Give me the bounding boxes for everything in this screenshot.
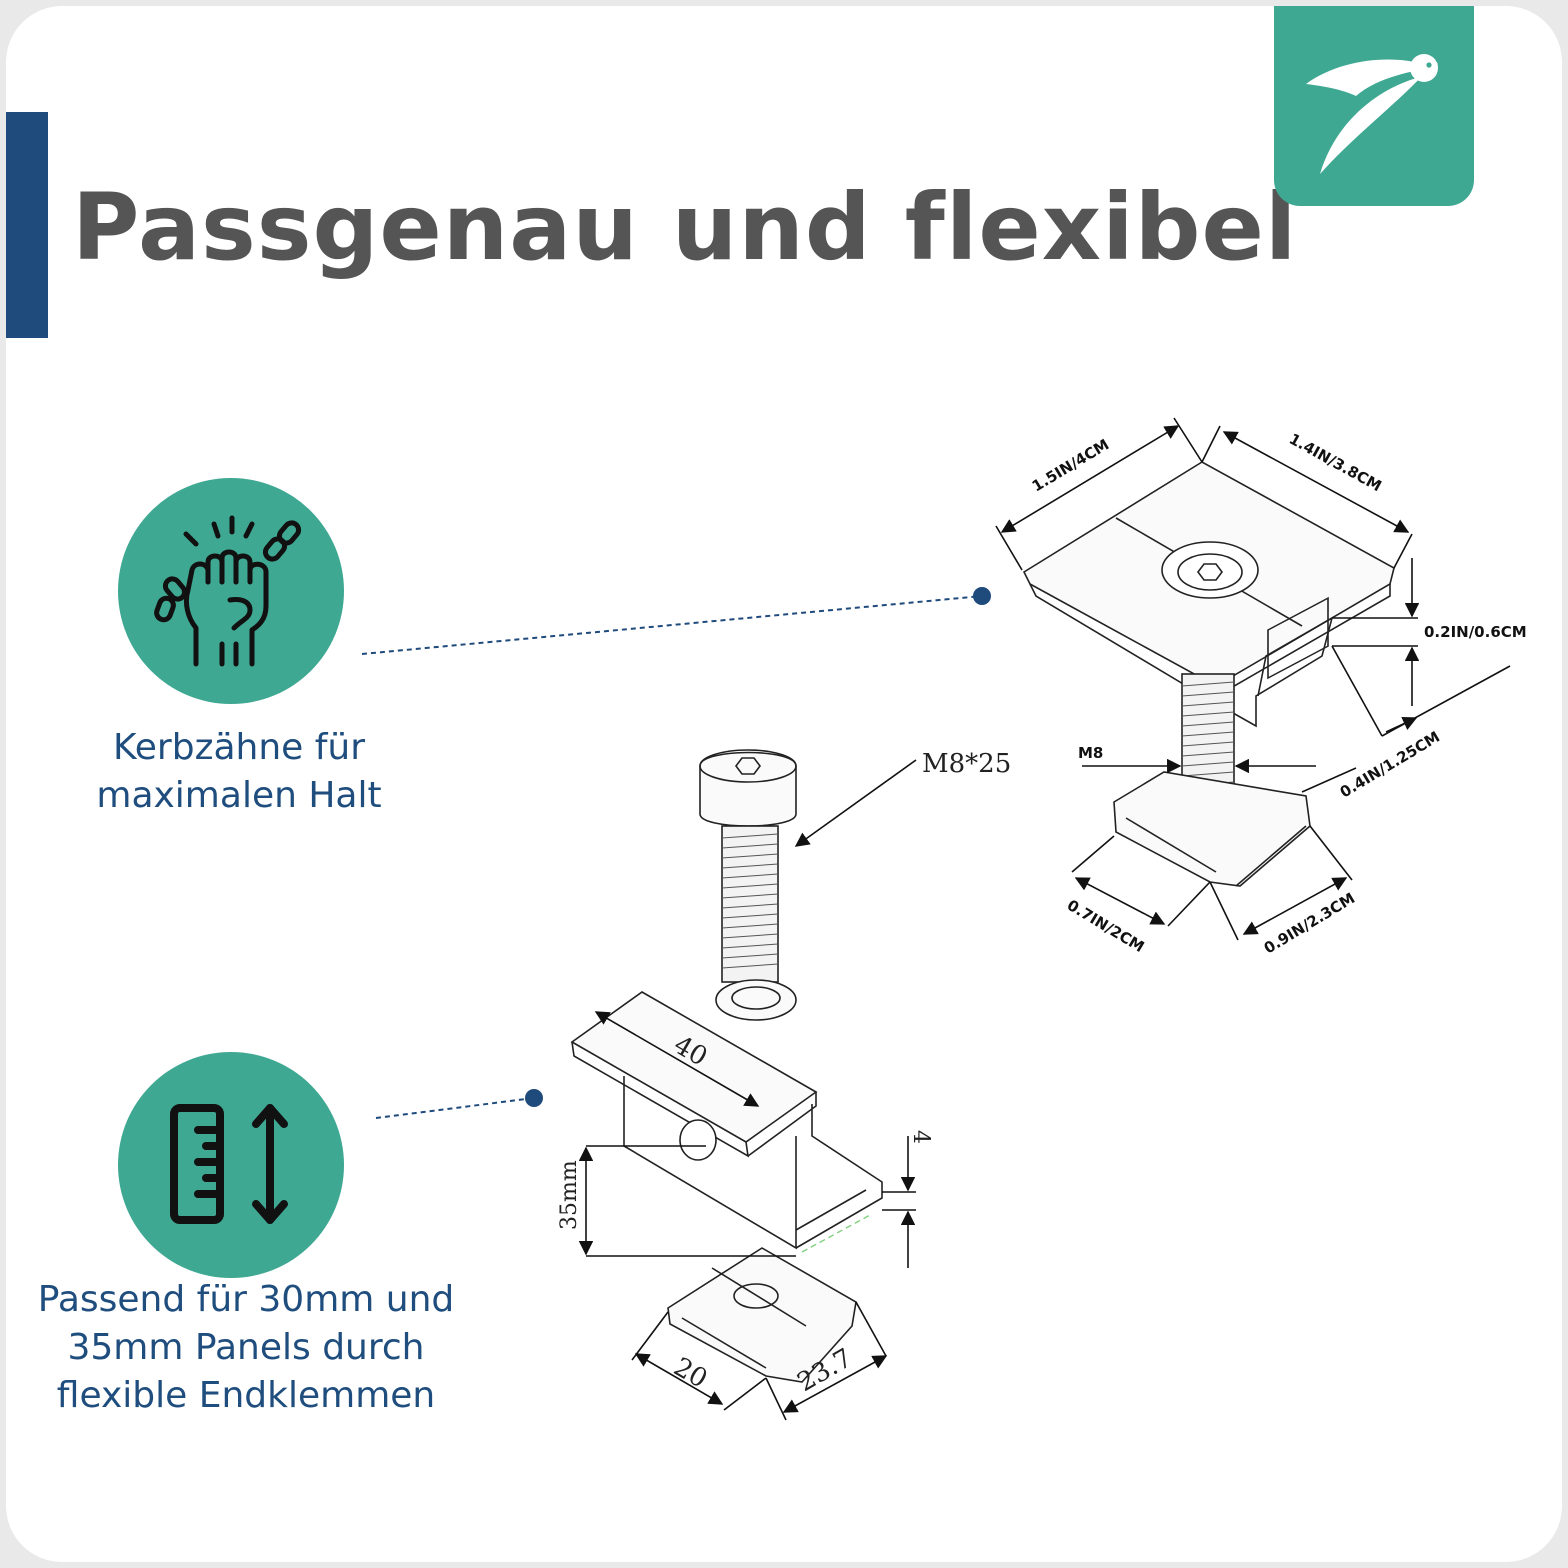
- dim-label-gap-height: 0.2IN/0.6CM: [1424, 623, 1527, 641]
- dim-label-nut-width: 20: [669, 1352, 713, 1395]
- fist-breaking-chain-icon: [154, 515, 302, 667]
- feature-caption-line: flexible Endklemmen: [56, 1375, 436, 1416]
- product-card: Passgenau und flexibel: [6, 6, 1562, 1562]
- feature-circle-grip: [118, 478, 344, 704]
- ruler-height-icon: [170, 1104, 288, 1224]
- feature-caption-grip: Kerbzähne für maximalen Halt: [66, 724, 412, 820]
- dim-label-nut-length: 0.9IN/2.3CM: [1261, 889, 1358, 957]
- clamp-technical-drawing: 1.5IN/4CM 1.4IN/3.8CM 0.2IN/0.6CM M8 0.4…: [361, 417, 1527, 1421]
- brand-logo: [1274, 6, 1474, 206]
- bird-leaf-icon: [1306, 54, 1438, 175]
- feature-caption-line: 35mm Panels durch: [67, 1327, 425, 1368]
- page-title: Passgenau und flexibel: [72, 174, 1298, 281]
- dim-label-height: 35mm: [557, 1160, 582, 1230]
- dim-label-nut-width: 0.7IN/2CM: [1064, 896, 1147, 956]
- dim-label-channel-height: 0.4IN/1.25CM: [1337, 728, 1443, 802]
- dim-label-bolt: M8: [1078, 744, 1103, 762]
- dim-label-width: 1.4IN/3.8CM: [1286, 430, 1385, 496]
- feature-caption-line: maximalen Halt: [96, 775, 382, 816]
- end-clamp-drawing: [570, 749, 883, 1383]
- middle-clamp-dimension-lines: [995, 417, 1511, 941]
- dim-label-length: 1.5IN/4CM: [1029, 435, 1112, 495]
- feature-circle-fit: [118, 1052, 344, 1278]
- leader-line-fit: [375, 1089, 543, 1119]
- leader-line-grip: [361, 587, 991, 655]
- feature-caption-fit: Passend für 30mm und 35mm Panels durch f…: [26, 1276, 466, 1420]
- accent-bar: [6, 112, 48, 338]
- dim-label-end-bolt: M8*25: [922, 749, 1011, 779]
- dash-guide-line: [801, 1213, 873, 1253]
- middle-clamp-drawing: [1022, 461, 1395, 887]
- feature-caption-line: Kerbzähne für: [112, 727, 366, 768]
- dim-label-lip: 4: [908, 1130, 933, 1144]
- end-clamp-dimension-lines: [578, 759, 917, 1421]
- feature-caption-line: Passend für 30mm und: [37, 1279, 455, 1320]
